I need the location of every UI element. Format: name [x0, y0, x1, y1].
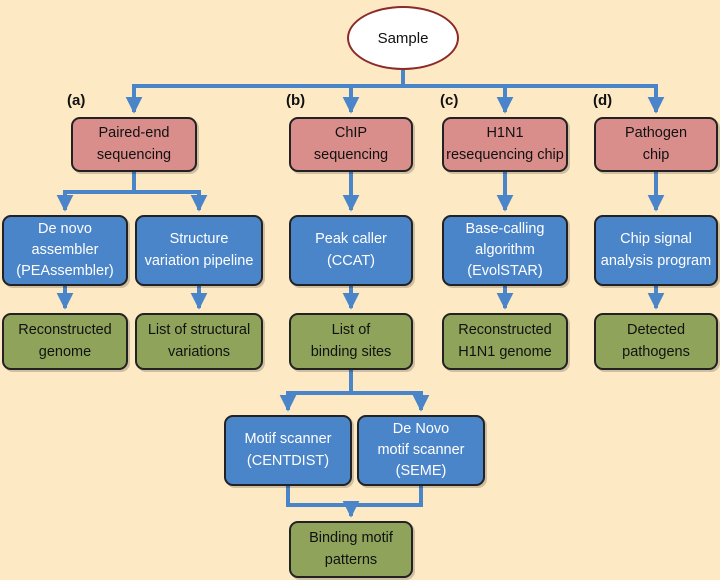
binding-motif-patterns-node: Binding motif patterns — [289, 521, 413, 578]
structural-variations-node: List of structural variations — [135, 313, 263, 370]
h1n1-resequencing-chip-node: H1N1 resequencing chip — [442, 117, 568, 172]
connector-a-platform-structure — [132, 172, 208, 212]
reconstructed-h1n1-genome-node: Reconstructed H1N1 genome — [442, 313, 568, 370]
connector-root-d — [401, 70, 665, 114]
connector-a-platform-assembler — [56, 172, 136, 212]
label-b: (b) — [286, 92, 306, 109]
base-calling-algorithm-node: Base-calling algorithm (EvolSTAR) — [442, 215, 568, 286]
peak-caller-node: Peak caller (CCAT) — [289, 215, 413, 286]
connector-b-sites-seme — [349, 370, 430, 412]
connector-root-a — [125, 70, 405, 114]
label-c: (c) — [440, 92, 459, 109]
connector-root-b — [342, 70, 405, 114]
binding-sites-node: List of binding sites — [289, 313, 413, 370]
reconstructed-genome-node: Reconstructed genome — [2, 313, 128, 370]
de-novo-assembler-node: De novo assembler (PEAssembler) — [2, 215, 128, 286]
chip-sequencing-node: ChIP sequencing — [289, 117, 413, 172]
label-a: (a) — [67, 92, 86, 109]
connector-b-sites-centdist — [279, 370, 353, 412]
pathogen-chip-node: Pathogen chip — [594, 117, 718, 172]
motif-scanner-centdist-node: Motif scanner (CENTDIST) — [224, 415, 352, 486]
structure-variation-pipeline-node: Structure variation pipeline — [135, 215, 263, 286]
detected-pathogens-node: Detected pathogens — [594, 313, 718, 370]
chip-signal-analysis-node: Chip signal analysis program — [594, 215, 718, 286]
label-d: (d) — [593, 92, 613, 109]
de-novo-motif-scanner-node: De Novo motif scanner (SEME) — [357, 415, 485, 486]
sample-node: Sample — [347, 6, 459, 70]
connector-b-scanners-final — [286, 486, 423, 516]
paired-end-sequencing-node: Paired-end sequencing — [71, 117, 197, 172]
